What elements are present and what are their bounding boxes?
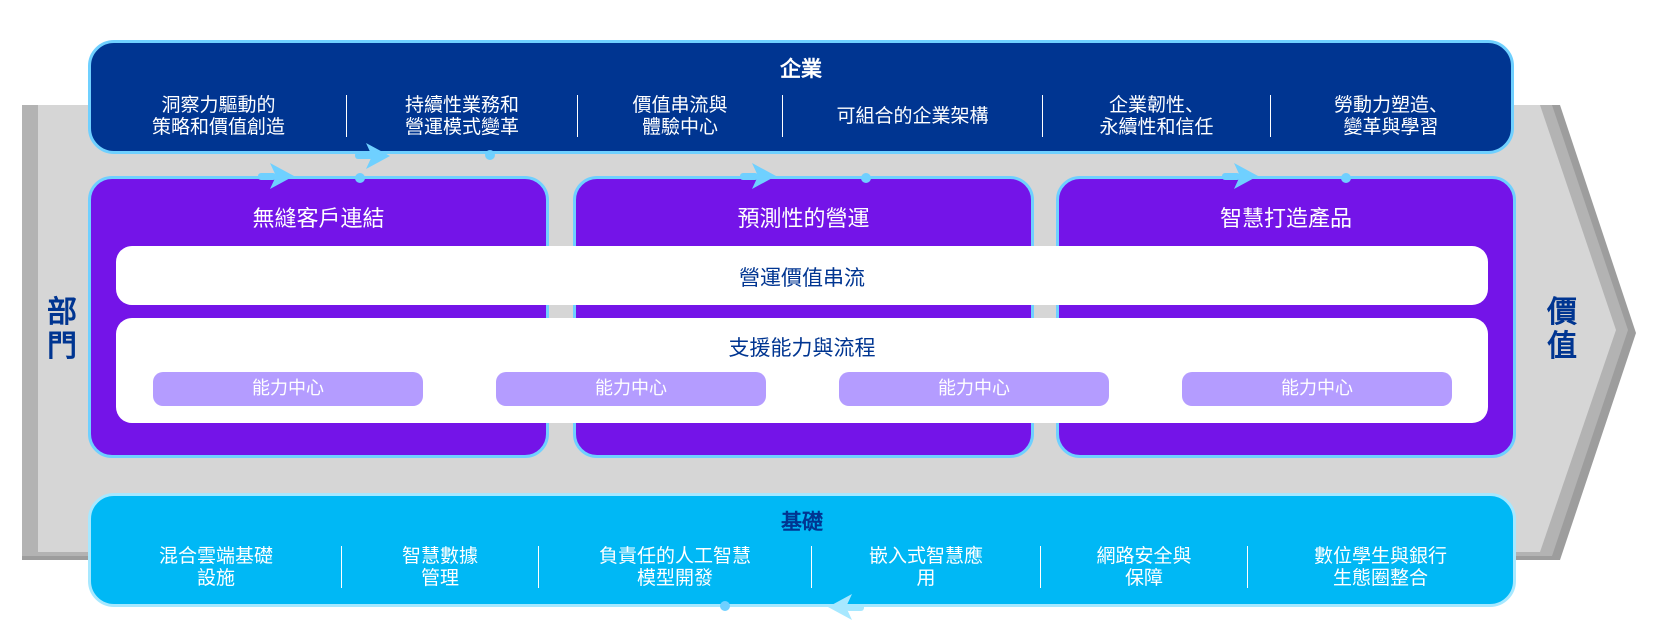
enterprise-title: 企業 (780, 57, 822, 81)
divider (782, 95, 783, 137)
capability-center: 能力中心 (153, 372, 423, 406)
enterprise-item: 價值串流與 體驗中心 (632, 94, 728, 138)
operations-value-stream-label: 營運價值串流 (739, 266, 865, 290)
foundation-item: 智慧數據 管理 (401, 545, 478, 589)
foundation-title: 基礎 (781, 510, 823, 534)
divider (346, 95, 347, 137)
foundation-item: 數位學生與銀行 生態圈整合 (1313, 545, 1447, 589)
department-label: 部門 (47, 295, 77, 364)
flow-dot (485, 150, 495, 160)
value-label: 價值 (1547, 295, 1577, 364)
enterprise-item: 企業韌性、 永續性和信任 (1099, 94, 1214, 138)
flow-arrow-right-icon (355, 143, 390, 169)
flow-dot (720, 601, 730, 611)
flow-arrow-right-icon (740, 163, 776, 189)
flow-arrow-left-icon (828, 594, 864, 620)
divider (538, 546, 539, 588)
foundation-item: 網路安全與 保障 (1096, 545, 1192, 589)
capability-center: 能力中心 (839, 372, 1109, 406)
flow-dot (1341, 173, 1351, 183)
divider (577, 95, 578, 137)
foundation-box: 基礎 混合雲端基礎 設施 智慧數據 管理 負責任的人工智慧 模型開發 嵌入式智慧… (88, 493, 1516, 607)
pillar-title: 預測性的營運 (737, 207, 870, 232)
divider (1040, 546, 1041, 588)
capability-center: 能力中心 (1182, 372, 1452, 406)
divider (811, 546, 812, 588)
pillar-title: 無縫客戶連結 (252, 207, 385, 232)
enterprise-item: 勞動力塑造、 變革與學習 (1333, 94, 1448, 138)
operations-value-stream-bar: 營運價值串流 (116, 246, 1488, 305)
divider (1270, 95, 1271, 137)
flow-dot (861, 173, 871, 183)
divider (341, 546, 342, 588)
enterprise-item: 持續性業務和 營運模式變革 (404, 94, 519, 138)
divider (1042, 95, 1043, 137)
enterprise-item: 洞察力驅動的 策略和價值創造 (151, 94, 285, 138)
flow-dot (355, 173, 365, 183)
foundation-item: 混合雲端基礎 設施 (158, 545, 273, 589)
enterprise-box: 企業 洞察力驅動的 策略和價值創造 持續性業務和 營運模式變革 價值串流與 體驗… (88, 40, 1514, 154)
divider (1247, 546, 1248, 588)
flow-arrow-right-icon (258, 163, 294, 189)
pillar-title: 智慧打造產品 (1219, 207, 1352, 232)
enterprise-item: 可組合的企業架構 (836, 105, 989, 127)
capability-center: 能力中心 (496, 372, 766, 406)
foundation-item: 嵌入式智慧應 用 (868, 545, 983, 589)
flow-arrow-right-icon (1222, 163, 1258, 189)
foundation-item: 負責任的人工智慧 模型開發 (598, 545, 751, 589)
support-title: 支援能力與流程 (728, 336, 876, 360)
